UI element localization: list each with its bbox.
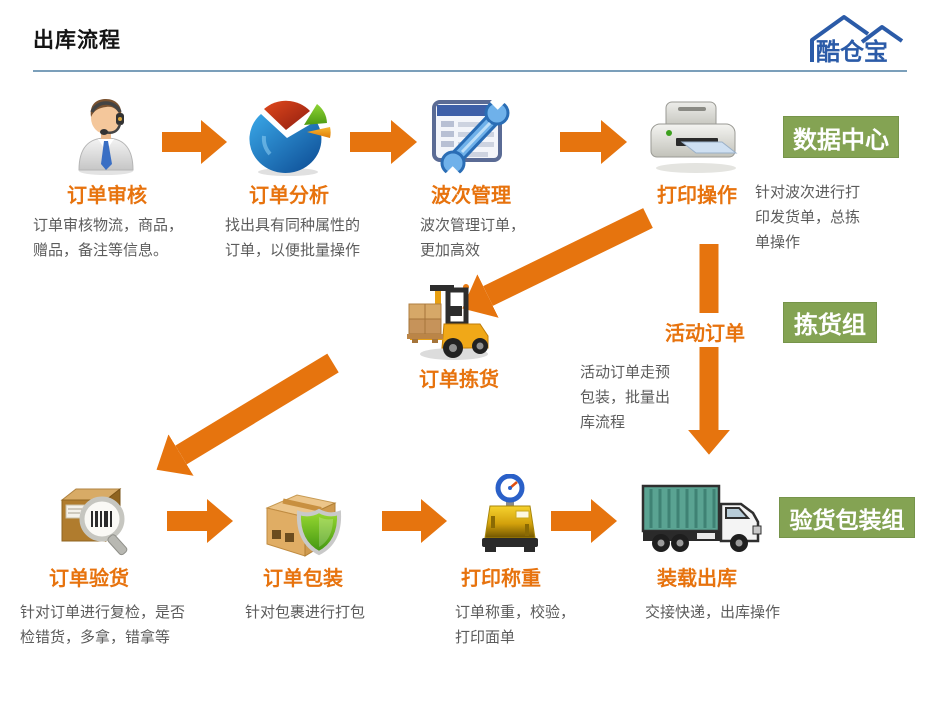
desc-analysis: 找出具有同种属性的订单，以便批量操作	[225, 217, 361, 259]
badge-data-center: 数据中心	[783, 116, 899, 158]
step-label-packing: 订单包装	[263, 568, 343, 590]
desc-packing: 针对包裹进行打包	[245, 604, 366, 621]
desc-weighing: 订单称重，校验，打印面单	[455, 604, 576, 646]
step-label-loading: 装载出库	[657, 568, 737, 590]
desc-loading: 交接快递，出库操作	[645, 604, 781, 621]
pie-chart-icon	[249, 100, 331, 176]
branch-label-active-orders: 活动订单	[665, 323, 745, 345]
printer-icon	[650, 101, 738, 173]
arrow-print-to-picking	[462, 208, 653, 318]
badge-picking-group: 拣货组	[783, 302, 877, 343]
step-label-weighing: 打印称重	[461, 568, 541, 590]
arrow-picking-to-inspection	[156, 353, 339, 476]
kucangbao-logo-icon: 酷仓宝	[810, 15, 904, 66]
desc-wave: 波次管理订单，更加高效	[420, 217, 526, 259]
badge-inspection-packing-group: 验货包装组	[779, 497, 915, 538]
desc-review: 订单审核物流，商品，赠品，备注等信息。	[33, 217, 184, 259]
desc-inspection: 针对订单进行复检，是否检错货，多拿，错拿等	[20, 604, 186, 646]
step-label-picking: 订单拣货	[419, 369, 499, 391]
step-label-print: 打印操作	[657, 185, 737, 207]
logo-text: 酷仓宝	[816, 38, 888, 66]
title-divider	[33, 70, 907, 72]
desc-print: 针对波次进行打印发货单，总拣单操作	[755, 184, 861, 251]
package-magnifier-icon	[60, 487, 128, 556]
forklift-icon	[407, 284, 489, 360]
step-label-review: 订单审核	[67, 185, 147, 207]
document-wrench-icon	[432, 94, 510, 174]
step-label-wave: 波次管理	[431, 185, 511, 207]
page-title: 出库流程	[33, 29, 121, 52]
desc-branch: 活动订单走预包装，批量出库流程	[580, 364, 671, 431]
step-label-analysis: 订单分析	[249, 185, 329, 207]
container-truck-icon	[641, 484, 762, 552]
step-label-inspection: 订单验货	[49, 568, 129, 590]
weighing-scale-icon	[482, 474, 538, 552]
support-agent-icon	[78, 99, 134, 175]
package-shield-icon	[265, 494, 342, 557]
